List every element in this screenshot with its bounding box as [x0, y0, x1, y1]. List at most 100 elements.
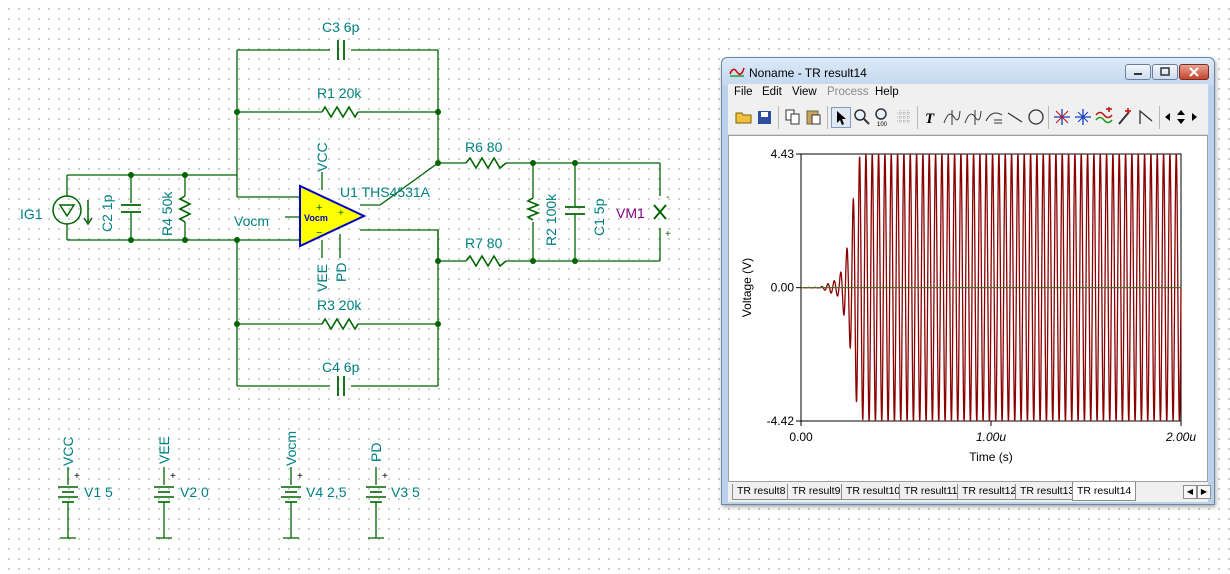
result-tabs: TR result8 TR result9 TR result10 TR res… [728, 482, 1211, 502]
marker-a-button[interactable] [1052, 107, 1072, 128]
save-button[interactable] [755, 107, 775, 128]
line-icon [1007, 112, 1023, 123]
minimize-button[interactable] [1125, 64, 1151, 80]
tab-tr-result9[interactable]: TR result9 [787, 484, 846, 500]
zoom-100-button[interactable]: 100 [873, 107, 893, 128]
battery-plus-signs: ++++ [74, 471, 388, 482]
close-button[interactable] [1179, 64, 1209, 80]
text-button[interactable]: T [921, 107, 941, 128]
r3-label: R3 20k [317, 297, 362, 313]
y-tick-label: 0.00 [771, 281, 795, 295]
v2-label: V2 0 [180, 484, 209, 500]
arrow-left-icon [1165, 113, 1170, 121]
menu-edit[interactable]: Edit [762, 86, 782, 98]
close-icon [1189, 67, 1199, 77]
x-tick-label: 0.00 [789, 430, 813, 444]
junction-dots [128, 109, 578, 327]
tab-tr-result12[interactable]: TR result12 [957, 484, 1022, 500]
menu-bar: File Edit View Process Help [728, 84, 1208, 102]
vm1-plus-sign: + [665, 229, 671, 240]
paste-icon [806, 110, 821, 125]
r6-label: R6 80 [465, 139, 503, 155]
probe-icon [1118, 108, 1131, 125]
tab-scroll-left-button[interactable]: ◀ [1183, 485, 1197, 499]
svg-text:+: + [382, 471, 388, 482]
curve-button[interactable] [984, 107, 1004, 128]
open-icon [735, 112, 752, 124]
menu-process[interactable]: Process [827, 86, 869, 98]
arrow-updown-button[interactable] [1174, 107, 1188, 128]
v1-label: V1 5 [84, 484, 113, 500]
current-source-ig1[interactable] [52, 195, 93, 226]
pointer-icon [837, 111, 846, 125]
copy-button[interactable] [783, 107, 803, 128]
svg-text:+: + [338, 208, 344, 219]
cursor-a-button[interactable] [942, 107, 962, 128]
window-titlebar[interactable]: Noname - TR result14 [722, 58, 1214, 86]
line-button[interactable] [1005, 107, 1025, 128]
cursor-b-icon [964, 110, 982, 125]
r4-label: R4 50k [159, 191, 175, 236]
menu-help[interactable]: Help [875, 86, 899, 98]
tab-tr-result14[interactable]: TR result14 [1072, 482, 1137, 501]
y-tick-label: -4.42 [767, 414, 795, 428]
resistor-symbols[interactable] [178, 105, 541, 331]
circle-button[interactable] [1026, 107, 1046, 128]
wave-icon [1095, 107, 1113, 124]
y-tick-label: 4.43 [771, 147, 795, 161]
zoom-button[interactable] [852, 107, 872, 128]
wave-button[interactable] [1094, 107, 1114, 128]
tab-tr-result11[interactable]: TR result11 [899, 484, 963, 500]
minimize-icon [1134, 73, 1142, 75]
opamp-u1[interactable]: Vocm + − + − [299, 184, 367, 248]
ig1-label: IG1 [20, 206, 43, 222]
c3-label: C3 6p [322, 19, 360, 35]
marker-b-button[interactable] [1073, 107, 1093, 128]
tab-tr-result13[interactable]: TR result13 [1015, 484, 1080, 500]
paste-button[interactable] [804, 107, 824, 128]
voltmeter-vm1[interactable] [653, 204, 667, 220]
tab-tr-result10[interactable]: TR result10 [841, 484, 906, 500]
pd-pin-label: PD [333, 263, 349, 282]
open-button[interactable] [734, 107, 754, 128]
tab-scroll-right-button[interactable]: ▶ [1197, 485, 1211, 499]
cursor-b-button[interactable] [963, 107, 983, 128]
text-icon: T [925, 111, 935, 127]
vocm-pin-label: Vocm [234, 213, 269, 229]
capacitor-symbols[interactable] [121, 40, 585, 396]
svg-text:−: − [316, 227, 322, 239]
u1-label: U1 THS4531A [340, 184, 431, 200]
save-icon [758, 111, 771, 124]
zoom-icon [854, 109, 870, 125]
menu-view[interactable]: View [792, 86, 817, 98]
tab-tr-result8[interactable]: TR result8 [732, 484, 791, 500]
arrow-right-button[interactable] [1188, 107, 1200, 128]
c2-label: C2 1p [99, 194, 115, 232]
battery-symbols[interactable] [58, 486, 386, 503]
supply-net-vcc: VCC [60, 436, 76, 466]
maximize-button[interactable] [1152, 64, 1178, 80]
svg-text:+: + [74, 471, 80, 482]
supply-net-vee: VEE [156, 436, 172, 464]
arrow-updown-icon [1177, 110, 1185, 124]
x-tick-label: 2.00u [1165, 430, 1196, 444]
vee-pin-label: VEE [314, 264, 330, 292]
flag-button[interactable] [1136, 107, 1156, 128]
pointer-button[interactable] [831, 107, 851, 128]
cursor-a-icon [943, 110, 961, 125]
arrow-left-button[interactable] [1162, 107, 1174, 128]
v4-label: V4 2,5 [306, 484, 347, 500]
result-window[interactable]: Noname - TR result14 File Edit View Proc… [721, 57, 1215, 505]
curve-icon [985, 112, 1003, 124]
probe-button[interactable] [1115, 107, 1135, 128]
menu-file[interactable]: File [734, 86, 753, 98]
maximize-icon [1160, 67, 1170, 76]
grid-button[interactable] [894, 107, 914, 128]
r7-label: R7 80 [465, 235, 503, 251]
svg-text:+: + [170, 471, 176, 482]
svg-text:−: − [338, 222, 344, 233]
svg-text:+: + [316, 202, 322, 214]
